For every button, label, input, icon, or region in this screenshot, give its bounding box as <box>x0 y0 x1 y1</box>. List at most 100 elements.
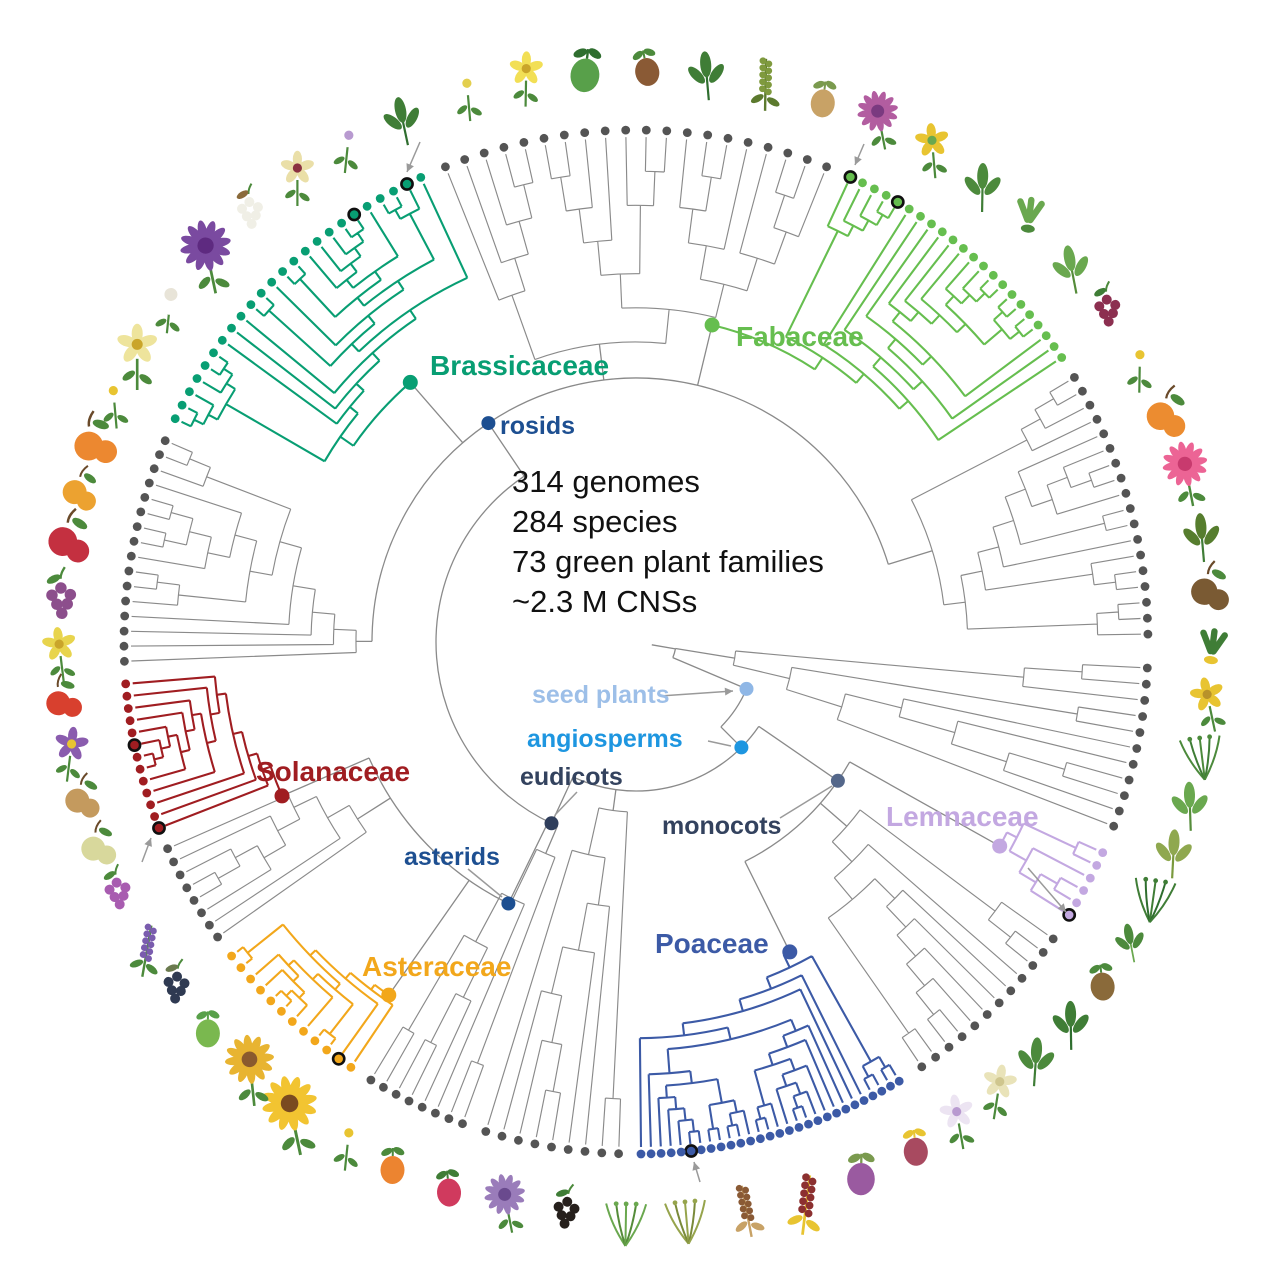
pointer-arrowhead <box>854 156 862 165</box>
tip-dot <box>322 1045 332 1055</box>
tip-dot <box>1140 582 1150 591</box>
sector-fabaceae <box>784 170 1067 441</box>
tip-dot <box>743 138 753 147</box>
tip-dot <box>209 348 218 358</box>
sector-poaceae <box>636 955 904 1159</box>
clade-label-lemnaceae: Lemnaceae <box>886 801 1039 832</box>
tip-dot <box>175 870 185 880</box>
tip-dot <box>1105 444 1115 453</box>
tip-dot <box>736 1138 746 1148</box>
node-label-eudicots: eudicots <box>520 763 623 791</box>
plant-poplar-icon <box>688 51 724 101</box>
plant-rose-icon <box>1162 441 1208 507</box>
tip-dot <box>600 126 610 136</box>
clade-node-dot-solanaceae <box>274 788 290 804</box>
tip-dot <box>1006 986 1016 996</box>
tip-dot <box>547 1142 556 1152</box>
tip-dot <box>404 1096 414 1106</box>
tip-dot <box>146 800 156 810</box>
tip-dot <box>132 752 142 762</box>
plant-beet-icon <box>436 1169 462 1207</box>
tip-dot <box>499 142 509 152</box>
plant-birch-catkins-icon <box>750 57 780 111</box>
plant-sorghum-icon <box>735 1184 765 1238</box>
tip-dot <box>129 536 139 546</box>
tip-dot <box>1138 712 1147 721</box>
clade-stem-fabaceae <box>711 323 824 371</box>
plant-carrot-icon <box>380 1146 405 1184</box>
tip-dot <box>1136 550 1145 560</box>
sector-solanaceae <box>121 675 269 835</box>
tip-dot <box>300 246 310 256</box>
highlighted-tip-dot <box>1062 908 1077 922</box>
tip-dot <box>155 450 164 459</box>
clade-label-solanaceae: Solanaceae <box>256 756 410 787</box>
pointer-line <box>659 690 734 697</box>
tip-dot <box>1142 663 1152 673</box>
plant-potato-icon <box>65 772 100 818</box>
tip-dot <box>192 374 202 383</box>
tip-dot <box>706 1144 716 1153</box>
tip-dot <box>1049 342 1059 351</box>
plant-walnuts-icon <box>1191 560 1229 611</box>
tip-dot <box>1124 775 1134 785</box>
tip-dot <box>726 1140 736 1150</box>
tip-dot <box>850 1100 860 1110</box>
plant-raspberry-icon <box>1094 280 1121 327</box>
plant-cabbage-icon <box>570 48 602 93</box>
tip-dot <box>886 1081 895 1091</box>
plant-apricots-icon <box>1146 384 1186 437</box>
tip-dot <box>580 128 590 138</box>
tip-dot <box>289 256 299 266</box>
pointer-line <box>467 868 503 898</box>
tip-dot <box>1092 414 1102 424</box>
plant-lettuce-icon <box>195 1010 220 1048</box>
tip-dot <box>937 227 947 237</box>
plant-dioscorea-vine-icon <box>1018 1037 1055 1087</box>
pointer-line <box>707 740 732 747</box>
tip-dot <box>994 998 1004 1008</box>
tip-dot <box>479 148 489 158</box>
sector-brassicaceae <box>170 173 469 463</box>
tip-dot <box>514 1135 523 1145</box>
tip-dot <box>763 142 773 152</box>
tip-dot <box>1143 613 1152 623</box>
tip-dot <box>213 932 223 942</box>
tip-dot <box>1057 353 1067 362</box>
tip-dot <box>765 1131 775 1141</box>
tip-dot <box>1072 898 1081 908</box>
clade-node-dot-brassicaceae <box>402 374 418 390</box>
tip-dot <box>120 656 129 666</box>
plant-ginkgo-icon <box>1155 829 1192 879</box>
plant-strawberry-flower-icon <box>1123 337 1157 393</box>
tip-dot <box>182 883 192 893</box>
pointer-overlay <box>141 141 1067 1183</box>
pointer-arrowhead <box>1057 903 1066 912</box>
pointer-line <box>1027 867 1067 913</box>
tip-dot <box>267 277 277 287</box>
tip-dot <box>794 1123 804 1132</box>
tip-dot <box>299 1026 308 1036</box>
clade-node-dot-asteraceae <box>381 987 397 1003</box>
node-label-asterids: asterids <box>404 843 500 871</box>
plant-black-pepper-icon <box>553 1183 580 1229</box>
plant-taro-icon <box>1089 963 1115 1001</box>
tip-dot <box>185 387 194 397</box>
plant-tomatillo-icon <box>81 819 117 865</box>
tip-dot <box>822 1112 832 1122</box>
tip-dot <box>894 1076 904 1086</box>
tip-dot <box>189 896 199 905</box>
tip-dot <box>122 691 132 701</box>
tip-dot <box>150 812 160 821</box>
plant-jessamine-icon <box>42 627 76 683</box>
tip-dot <box>142 788 152 798</box>
stat-species: 284 species <box>512 504 677 539</box>
tip-dot <box>1092 861 1102 870</box>
tip-dot <box>868 1091 878 1101</box>
sector-basal_angiosperms <box>481 807 628 1159</box>
tip-dot <box>979 261 988 271</box>
tip-dot <box>1143 629 1153 639</box>
tip-dot <box>277 1006 286 1016</box>
sector-asteraceae <box>227 923 394 1072</box>
